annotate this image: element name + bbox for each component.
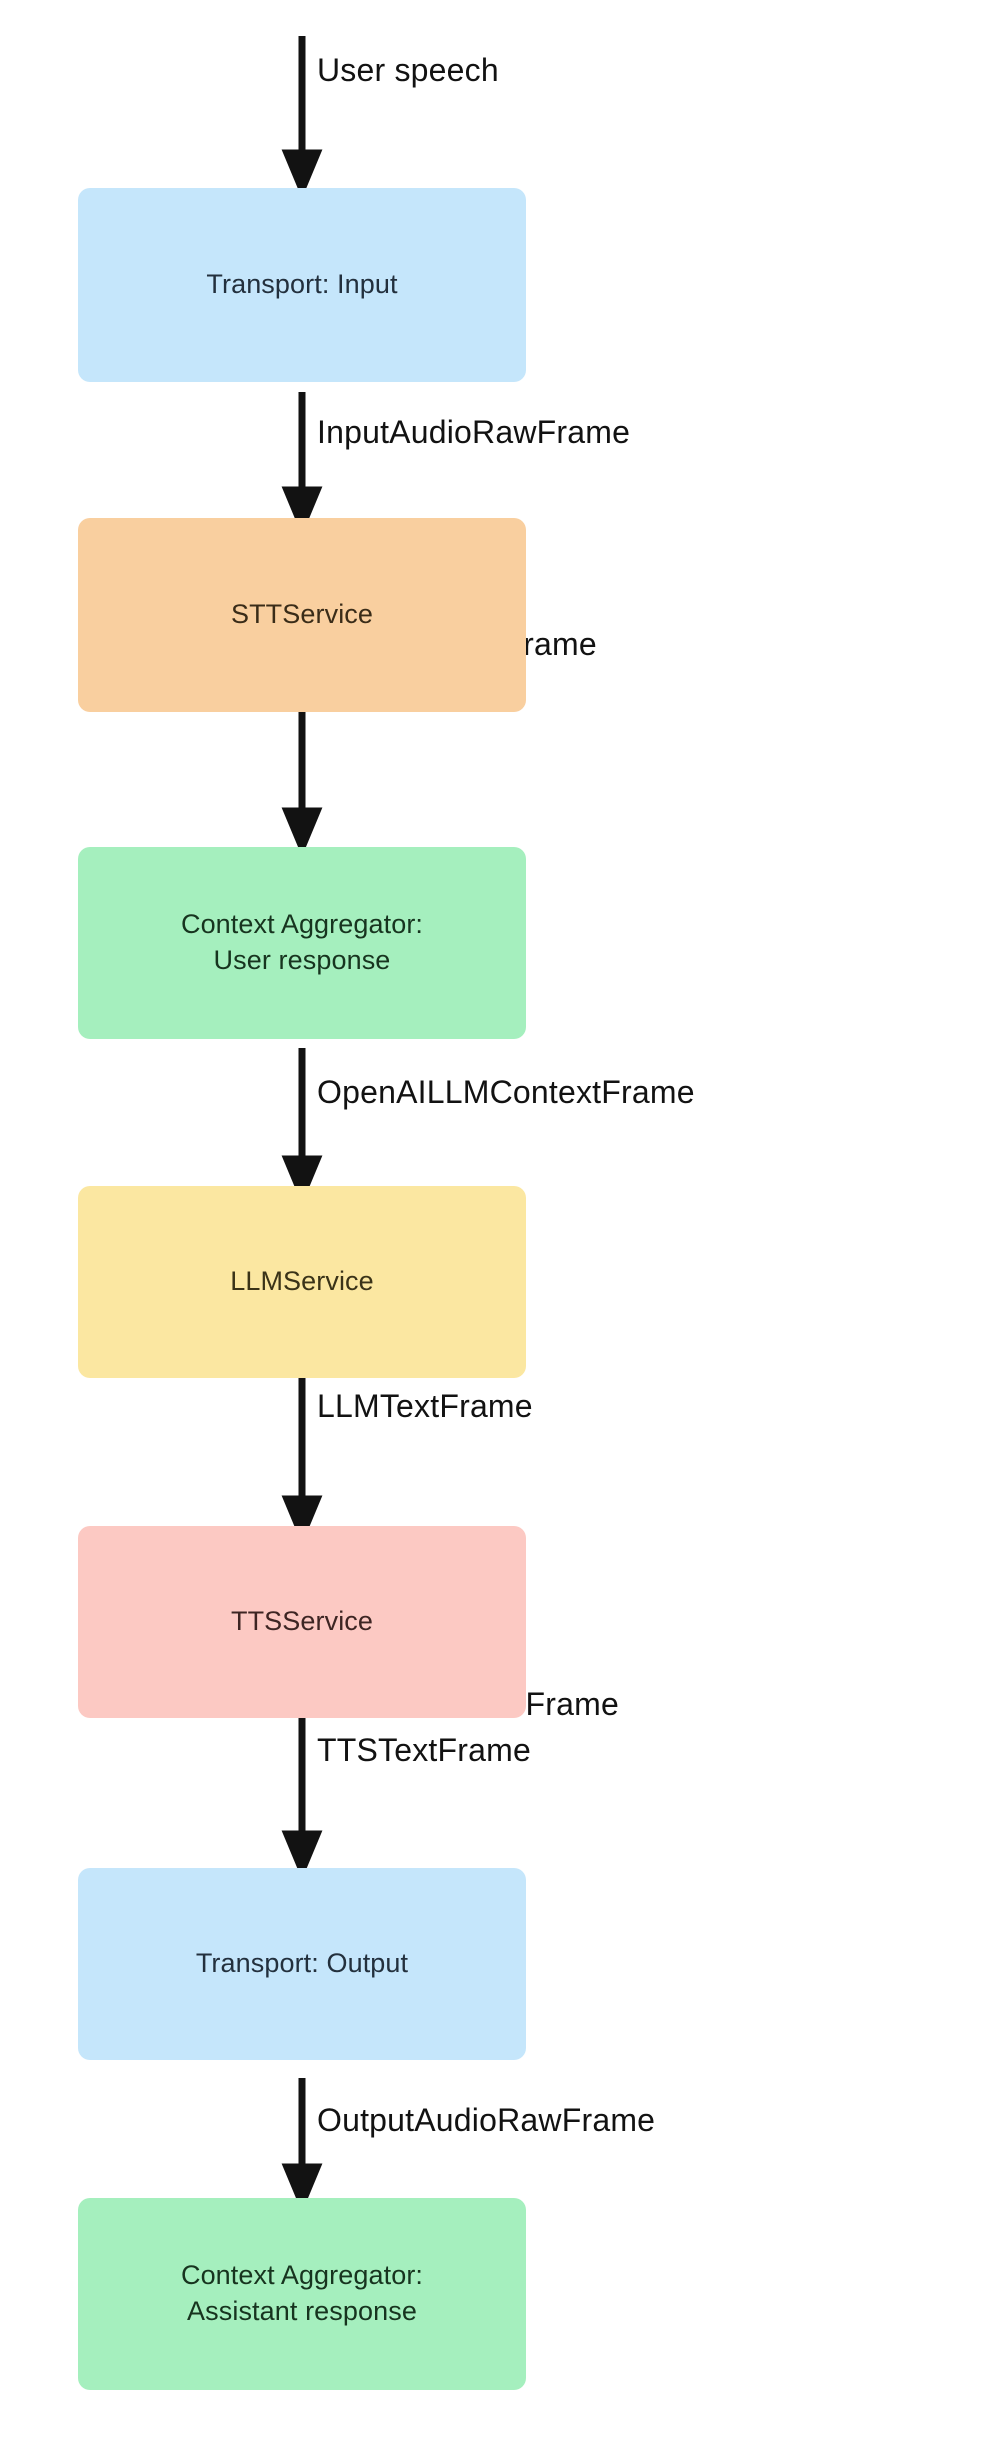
edge-label-openai-llm-context-frame: OpenAILLMContextFrame: [317, 1074, 695, 1110]
node-llm-service[interactable]: LLMService: [78, 1186, 526, 1378]
node-context-aggregator-user-label-line1: Context Aggregator:: [180, 909, 424, 940]
edge-label-user-speech: User speech: [317, 52, 499, 88]
node-transport-output[interactable]: Transport: Output: [78, 1868, 526, 2060]
node-transport-output-label: Transport: Output: [195, 1948, 409, 1979]
edge-label-llm-text-frame: LLMTextFrame: [317, 1388, 533, 1424]
node-stt-service[interactable]: STTService: [78, 518, 526, 712]
node-context-aggregator-assistant[interactable]: Context Aggregator: Assistant response: [78, 2198, 526, 2390]
node-tts-service[interactable]: TTSService: [78, 1526, 526, 1718]
edge-label-input-audio-raw-frame: InputAudioRawFrame: [317, 414, 631, 450]
node-context-aggregator-assistant-label-line1: Context Aggregator:: [180, 2260, 424, 2291]
edge-label-output-audio-raw-frame: OutputAudioRawFrame: [317, 2102, 656, 2138]
node-context-aggregator-user[interactable]: Context Aggregator: User response: [78, 847, 526, 1039]
node-llm-service-label: LLMService: [230, 1266, 374, 1297]
node-transport-input-label: Transport: Input: [206, 269, 398, 300]
node-context-aggregator-assistant-label-line2: Assistant response: [187, 2296, 417, 2326]
edge-label-tts-text-frame: TTSTextFrame: [317, 1732, 531, 1768]
node-stt-service-label: STTService: [230, 599, 374, 630]
node-transport-input[interactable]: Transport: Input: [78, 188, 526, 382]
node-context-aggregator-user-label-line2: User response: [213, 945, 391, 975]
node-tts-service-label: TTSService: [230, 1606, 374, 1637]
